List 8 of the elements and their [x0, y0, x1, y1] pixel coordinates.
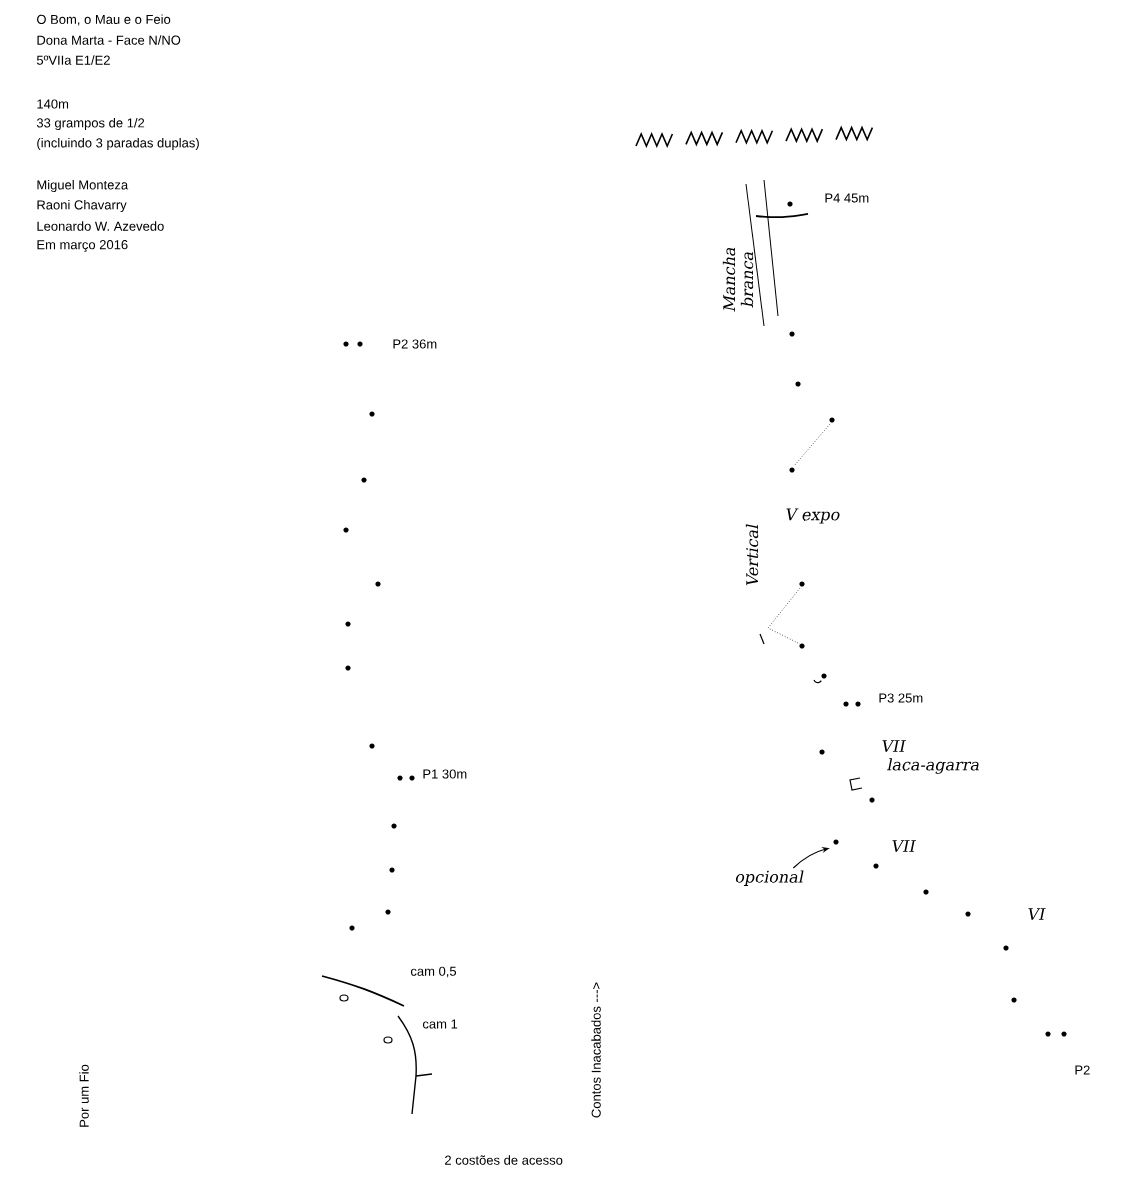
route-label: VII — [882, 740, 907, 752]
route-label: Mancha branca — [722, 247, 754, 312]
route-label: Vertical — [745, 524, 759, 586]
route-label: VI — [1028, 908, 1046, 920]
note-text: opcional — [735, 870, 804, 886]
route-label: VII — [892, 840, 917, 852]
route-label: laca-agarra — [886, 758, 979, 774]
route-label: V expo — [786, 508, 840, 524]
